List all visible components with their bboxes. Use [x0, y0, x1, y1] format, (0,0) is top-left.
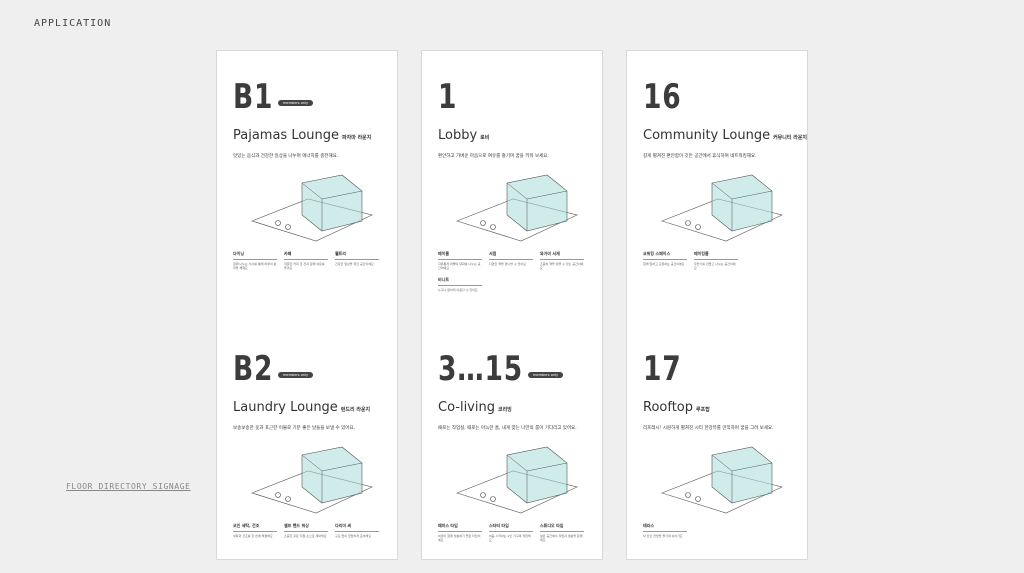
members-only-badge: members only — [278, 372, 314, 378]
floor-number: 16 — [643, 77, 682, 117]
floor-illustration — [661, 174, 783, 242]
floor-illustration — [661, 446, 783, 514]
members-only-badge: members only — [528, 372, 564, 378]
floor-title-ko: 런드리 라운지 — [340, 407, 371, 413]
feature-description: 다양한 책을 만나볼 수 있어요 — [489, 262, 526, 266]
floor-title-en: Laundry Lounge — [233, 400, 338, 415]
floor-title-en: Lobby — [438, 128, 478, 143]
floor-title-en: Pajamas Lounge — [233, 128, 340, 143]
floor-number: 3…15 — [438, 349, 524, 389]
feature-description: 자유롭게 머물며 대화를 나누는 공간이에요 — [438, 262, 481, 270]
feature-description: 누구나 편하게 이용할 수 있어요 — [438, 288, 478, 292]
floor-title-ko: 파자마 라운지 — [342, 135, 372, 141]
floor-title-ko: 로비 — [480, 135, 490, 141]
feature-name: 웰트리 — [335, 251, 379, 260]
feature-name: 스타터 타입 — [489, 523, 533, 532]
floor-number: B1 — [233, 77, 274, 117]
feature-name: 테라스 — [643, 523, 687, 532]
feature-description: 탁 트인 전망을 즐기며 쉬어가요 — [643, 534, 683, 538]
floor-subtitle: 리프레시! 시원하게 펼쳐진 시티 한강뷰를 만끽하며 꿈을 그려 보세요. — [643, 426, 774, 431]
feature-name: 메이룸 — [438, 251, 482, 260]
floor-title-ko: 루프탑 — [696, 407, 710, 413]
feature-description: 구김 없이 깔끔하게 준비해요 — [335, 534, 371, 538]
floor-title-ko: 코리빙 — [497, 407, 512, 413]
feature-name: 스튜디오 타입 — [540, 523, 584, 532]
feature-name: 서점 — [489, 251, 533, 260]
floor-directory-signage-link[interactable]: FLOOR DIRECTORY SIGNAGE — [66, 482, 191, 491]
feature-name: 코워킹 스페이스 — [643, 251, 687, 260]
members-only-badge: members only — [278, 100, 314, 106]
floor-number: 17 — [643, 349, 682, 389]
floor-illustration — [456, 446, 578, 514]
feature-description: 함께 일하고 교류하는 공간이에요 — [643, 262, 685, 266]
feature-description: 무언가를 만들고 나누는 공간이에요 — [694, 262, 736, 270]
feature-description: 처음 시작하는 1인 가구에 적합해요 — [489, 534, 531, 542]
floor-subtitle: 때로는 작업실, 때로는 아늑한 홈, 내게 맞는 나만의 룸이 기다리고 있어… — [438, 426, 577, 431]
floor-title-en: Rooftop — [643, 400, 694, 415]
feature-name: 메이킹룸 — [694, 251, 738, 260]
floor-title-ko: 커뮤니티 라운지 — [773, 135, 808, 141]
floor-illustration — [251, 446, 373, 514]
floor-title-en: Co-living — [438, 400, 495, 415]
feature-description: 소중한 옷은 직접 손으로 세탁해요 — [284, 534, 327, 538]
floor-illustration — [251, 174, 373, 242]
feature-description: 따뜻한 커피 한 잔과 함께 여유를 즐겨요 — [284, 262, 325, 270]
feature-description: 조용히 책을 읽을 수 있는 공간이에요 — [540, 262, 584, 270]
floor-subtitle: 편안하고 가벼운 마음으로 여유를 즐기며 꿈을 키워 보세요. — [438, 154, 549, 159]
feature-name: 패미스 타입 — [438, 523, 482, 532]
feature-name: 비니트 — [438, 277, 482, 286]
feature-name: 카페 — [284, 251, 328, 260]
floor-title-en: Community Lounge — [643, 128, 771, 143]
application-label: APPLICATION — [34, 18, 112, 29]
feature-name: 다이닝 — [233, 251, 277, 260]
feature-name: 코인 세탁, 건조 — [233, 523, 277, 532]
feature-description: 넓은 공간에서 작업과 생활을 함께해요 — [540, 534, 583, 542]
feature-description: 건강한 일상을 위한 공간이에요 — [335, 262, 374, 266]
floor-subtitle: 보송보송한 옷과 포근한 이불로 기분 좋은 날들을 보낼 수 있어요. — [233, 426, 355, 431]
feature-description: 여럿이 함께 생활하기 좋은 타입이에요 — [438, 534, 481, 542]
feature-description: 세탁과 건조를 한 번에 해결해요 — [233, 534, 273, 538]
feature-name: 와가미 서재 — [540, 251, 584, 260]
floor-subtitle: 맛있는 음식과 건강한 일상을 나누며 에너지를 충전해요. — [233, 154, 339, 159]
floor-number: 1 — [438, 77, 458, 117]
feature-name: 다리미 써 — [335, 523, 379, 532]
feature-name: 셀프 핸드 워싱 — [284, 523, 328, 532]
floor-subtitle: 길게 펼쳐진 편안함이 깃든 공간에서 휴식하며 네트워킹해요. — [643, 154, 757, 159]
floor-illustration — [456, 174, 578, 242]
floor-number: B2 — [233, 349, 274, 389]
feature-description: 함께 나누는 식사를 통해 하루의 활력을 채워요 — [233, 262, 277, 270]
